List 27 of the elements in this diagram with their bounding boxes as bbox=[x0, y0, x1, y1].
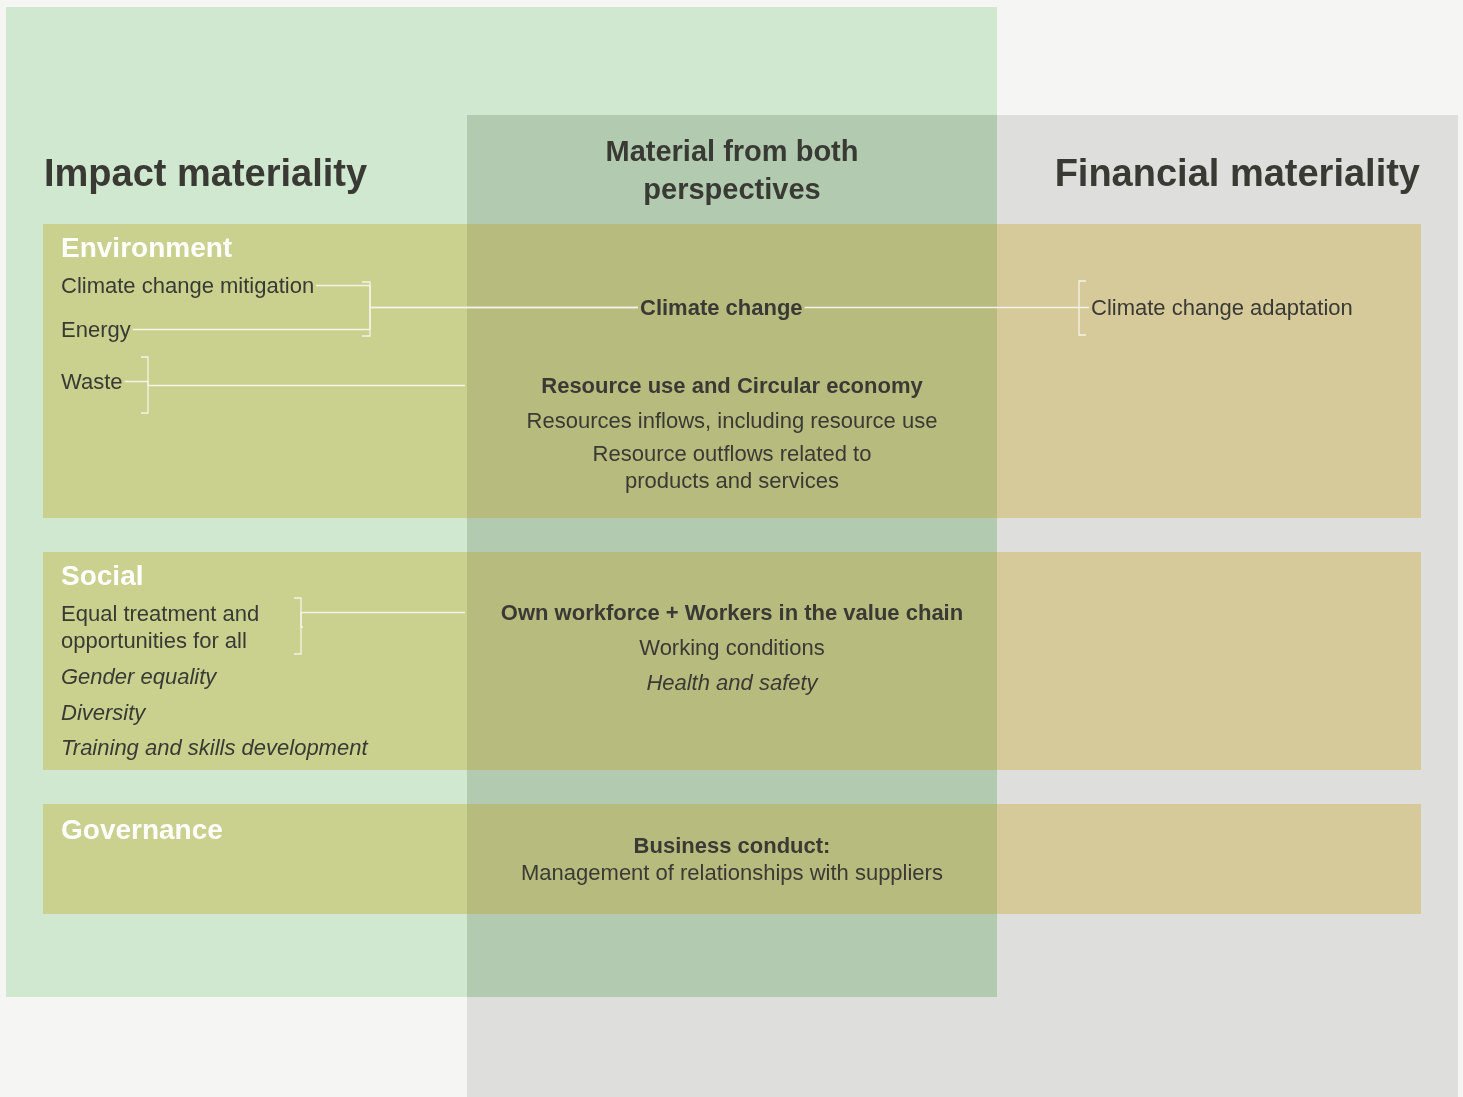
topic-text: Resources inflows, including resource use bbox=[525, 407, 939, 434]
connector-line bbox=[300, 611, 466, 628]
topic-text: Health and safety bbox=[645, 669, 820, 696]
heading: Impact materiality bbox=[44, 149, 368, 199]
item-text: Climate change adaptation bbox=[1091, 294, 1353, 321]
connector-line bbox=[803, 306, 1090, 309]
item-text: Equal treatment and opportunities for all bbox=[61, 600, 301, 654]
heading: Material from both perspectives bbox=[547, 133, 917, 209]
topic-text: Resource outflows related to products and services bbox=[591, 440, 873, 494]
connector-line bbox=[132, 306, 639, 331]
topic-heading: Business conduct: bbox=[632, 832, 832, 859]
band-heading: Social bbox=[61, 558, 144, 595]
item-text: Energy bbox=[61, 316, 131, 343]
topic-heading: Own workforce + Workers in the value chain bbox=[499, 599, 965, 626]
topic-text: Management of relationships with suppliers bbox=[520, 859, 944, 886]
topic-heading: Resource use and Circular economy bbox=[540, 372, 924, 399]
band-heading: Governance bbox=[61, 812, 223, 849]
subtopic-text: Diversity bbox=[61, 699, 146, 726]
item-text: Waste bbox=[61, 368, 123, 395]
heading: Financial materiality bbox=[958, 149, 1420, 199]
subtopic-text: Training and skills development bbox=[61, 734, 368, 761]
item-text: Climate change mitigation bbox=[61, 272, 315, 299]
subtopic-text: Gender equality bbox=[61, 663, 217, 690]
topic-text: Working conditions bbox=[638, 634, 826, 661]
connector-line bbox=[123, 380, 466, 387]
band-heading: Environment bbox=[61, 230, 233, 267]
item-text: Climate change bbox=[640, 294, 803, 321]
